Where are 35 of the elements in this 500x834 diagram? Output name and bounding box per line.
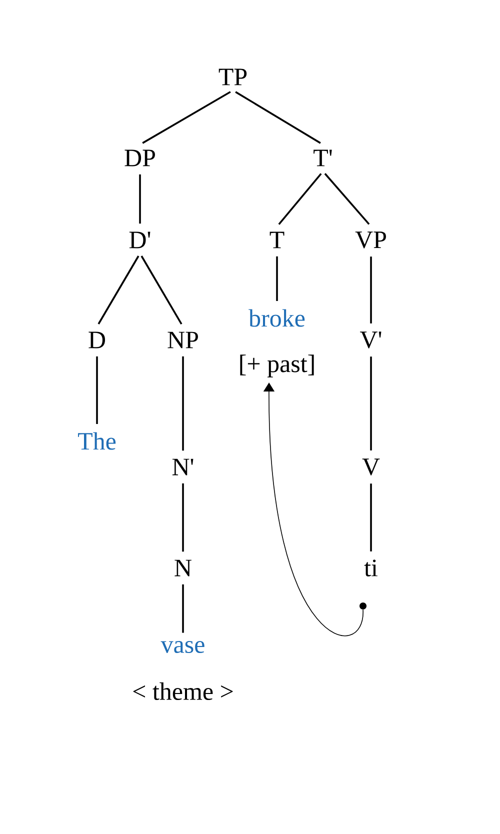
tree-branch: [182, 356, 184, 451]
tree-branch: [278, 173, 322, 225]
tree-branch: [370, 484, 372, 552]
tree-branch: [98, 256, 140, 324]
category-label: TP: [218, 68, 247, 86]
category-label: N: [174, 560, 192, 576]
tree-branch: [139, 174, 141, 224]
category-label: V': [360, 332, 382, 348]
trace-dot: [360, 602, 366, 610]
category-label: N': [172, 458, 194, 476]
category-label: ti: [364, 560, 378, 576]
category-label: NP: [168, 332, 198, 348]
category-label: DP: [124, 150, 155, 166]
tree-branch: [142, 91, 231, 144]
category-label: D': [129, 232, 150, 248]
category-label: D: [88, 332, 106, 348]
tree-branch: [370, 356, 372, 450]
role-label: < theme >: [133, 682, 233, 700]
word-label: vase: [160, 641, 204, 654]
category-label: T': [314, 150, 332, 166]
word-label: The: [78, 432, 116, 450]
movement-arrow: [263, 382, 364, 636]
tree-branch: [324, 173, 370, 225]
word-label: broke: [248, 309, 305, 327]
tree-branch: [235, 91, 321, 144]
category-label: T: [270, 232, 284, 248]
tree-branch: [182, 584, 184, 633]
tree-branch: [370, 256, 372, 324]
tree-branch: [182, 483, 184, 552]
category-label: V: [362, 458, 380, 476]
feature-label: [+ past]: [240, 354, 314, 378]
tree-branch: [140, 256, 182, 324]
tree-branch: [96, 356, 98, 424]
category-label: VP: [355, 232, 386, 248]
tree-branch: [276, 256, 278, 301]
